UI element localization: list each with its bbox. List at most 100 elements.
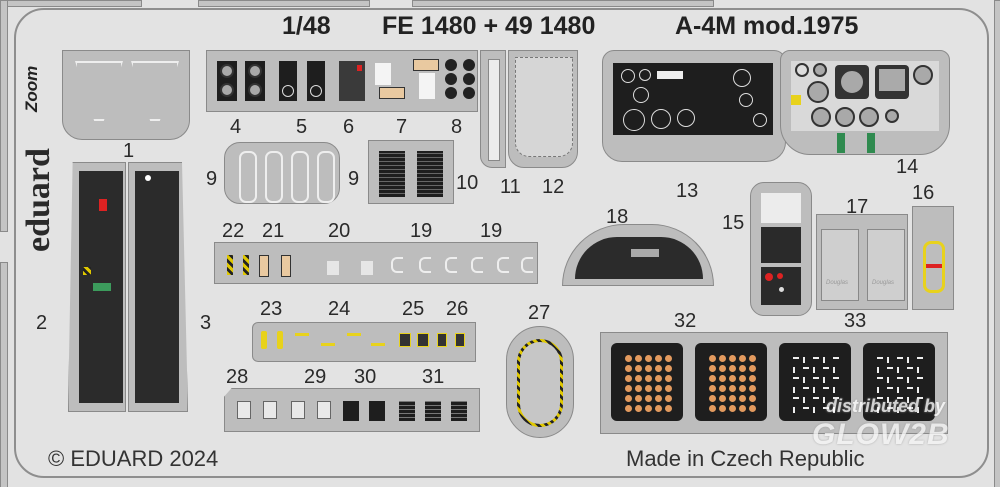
rivet-dot [749,385,756,392]
part-29a [291,401,305,419]
stitch-dash [907,387,913,389]
stitch-dash [803,397,805,403]
part-label-14: 14 [896,156,919,178]
stitch-dash [877,367,879,373]
rivet-dot [655,405,662,412]
stitch-dash [803,377,805,383]
rivet-dot [665,375,672,382]
stitch-dash [897,367,899,373]
watermark-glow2b-logo: GLOW2B [812,418,950,451]
part-label-1: 1 [123,140,135,162]
rivet-dot [625,375,632,382]
stitch-dash [803,387,809,389]
stitch-dash [907,367,913,369]
model-name: A-4M mod.1975 [675,12,859,40]
rivet-dot [709,355,716,362]
rivet-dot [625,365,632,372]
part-6 [339,61,365,101]
stitch-dash [833,387,835,393]
part-strip-19-22 [214,242,538,284]
part-7b [379,87,405,99]
part-4a [217,61,237,101]
part-24d [371,343,385,346]
part-9 [224,142,340,204]
stitch-dash [917,387,919,393]
eduard-logo: eduard [20,148,57,252]
stitch-dash [917,407,919,413]
rivet-dot [625,405,632,412]
part-label-7: 7 [396,116,408,138]
stitch-dash [803,367,809,369]
frame-right-bar [994,0,1000,487]
part-label-32: 32 [674,310,697,332]
stitch-dash [897,387,899,393]
stitch-dash [897,397,903,399]
rivet-dot [645,375,652,382]
part-label-16: 16 [912,182,935,204]
part-label-28: 28 [226,366,249,388]
part-label-22: 22 [222,220,245,242]
part-8a [445,59,457,71]
part-31b [425,401,441,421]
stitch-dash [907,407,913,409]
scale-label: 1/48 [282,12,331,40]
stitch-dash [793,377,799,379]
rivet-dot [749,395,756,402]
stitch-dash [877,357,883,359]
stitch-dash [833,377,839,379]
rivet-dot [635,385,642,392]
stitch-dash [803,357,805,363]
seat-frame-right [131,61,179,121]
part-30a [343,401,359,421]
stitch-dash [813,407,815,413]
rivet-dot [749,375,756,382]
stitch-dash [833,407,835,413]
stitch-dash [813,387,815,393]
part-label-20: 20 [328,220,351,242]
rivet-dot [709,365,716,372]
stitch-dash [793,357,799,359]
rivet-dot [655,395,662,402]
part-32b [695,343,767,421]
part-31c [451,401,467,421]
rivet-dot [665,355,672,362]
stitch-dash [887,377,889,383]
stitch-dash [823,387,829,389]
part-7a [375,63,391,85]
part-label-15: 15 [722,212,745,234]
part-26a [437,333,447,347]
stitch-dash [833,357,839,359]
part-strip-28-31 [224,388,480,432]
rivet-dot [645,365,652,372]
part-label-19b: 19 [480,220,503,242]
rivet-dot [665,405,672,412]
part-14 [780,50,950,155]
rivet-dot [729,385,736,392]
part-label-27: 27 [528,302,551,324]
part-label-11: 11 [500,176,521,198]
origin-text: Made in Czech Republic [626,446,865,471]
rivet-dot [635,375,642,382]
rivet-dot [645,355,652,362]
stitch-dash [803,407,809,409]
right-panel-face [791,61,939,131]
rivet-dot [635,355,642,362]
stitch-dash [793,397,799,399]
seat-frame-left [75,61,123,121]
part-label-17: 17 [846,196,869,218]
part-24b [321,343,335,346]
part-12 [508,50,578,168]
stitch-dash [793,407,795,413]
main-panel-face [613,63,773,135]
stitch-dash [877,397,883,399]
part-8b [463,59,475,71]
part-label-31: 31 [422,366,445,388]
part-3 [128,162,188,412]
stitch-dash [823,357,825,363]
rivet-dot [729,405,736,412]
rivet-dot [739,395,746,402]
part-label-5: 5 [296,116,308,138]
stitch-dash [823,377,825,383]
rivet-dot [749,405,756,412]
stitch-dash [833,397,839,399]
